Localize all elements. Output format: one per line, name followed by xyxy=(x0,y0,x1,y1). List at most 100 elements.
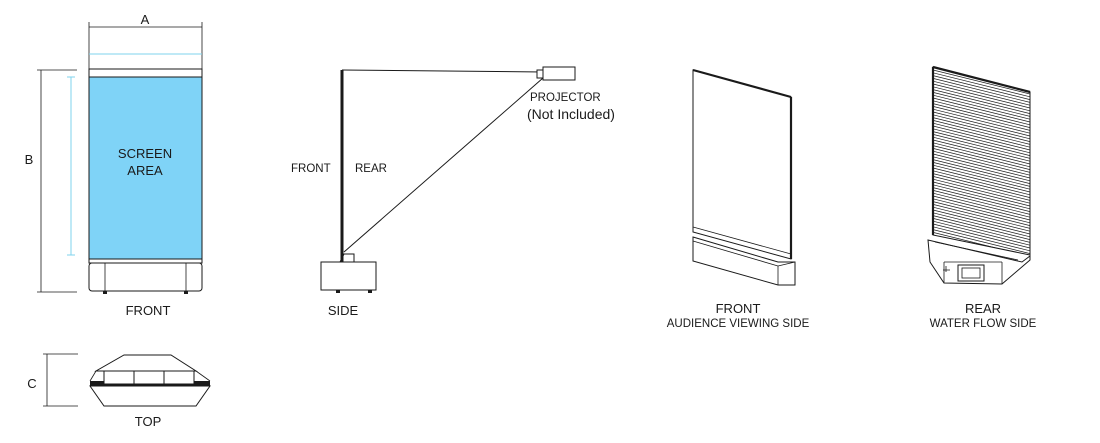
water-flow-line xyxy=(933,201,1030,226)
water-flow-line xyxy=(933,117,1030,142)
projector-body xyxy=(542,66,576,81)
water-flow-line xyxy=(933,108,1030,134)
iso-front-base-lip xyxy=(692,240,779,267)
water-flow-line xyxy=(933,204,1030,229)
projector-lens xyxy=(536,69,544,79)
water-flow-line xyxy=(933,184,1030,210)
water-flow-line xyxy=(933,131,1030,156)
top-view-caption: TOP xyxy=(135,414,162,429)
water-flow-line xyxy=(933,145,1030,170)
front-view: A SCREEN AREA B FRONT xyxy=(25,12,203,318)
projector-label: PROJECTOR xyxy=(530,92,601,104)
water-flow-line xyxy=(933,187,1030,212)
side-foot-left xyxy=(336,290,340,293)
iso-front-subcaption: AUDIENCE VIEWING SIDE xyxy=(667,318,810,330)
water-flow-line xyxy=(933,198,1030,224)
screen-area xyxy=(88,76,203,260)
base-unit xyxy=(88,262,203,292)
iso-rear-view: REAR WATER FLOW SIDE xyxy=(927,65,1037,330)
top-lower-outline xyxy=(89,385,211,407)
water-flow-line xyxy=(933,139,1030,165)
water-flow-line xyxy=(933,136,1030,162)
screen-label-line2: AREA xyxy=(127,163,163,178)
iso-front-caption: FRONT xyxy=(716,301,761,316)
side-rear-label: REAR xyxy=(355,163,387,175)
iso-rear-panel xyxy=(932,66,1031,256)
water-flow-line xyxy=(933,106,1030,131)
top-upper-outline xyxy=(94,354,198,372)
water-flow-line xyxy=(933,164,1030,190)
water-flow-line xyxy=(933,94,1030,120)
water-flow-line xyxy=(933,80,1030,106)
projection-ray-top xyxy=(341,69,544,73)
water-flow-line xyxy=(933,114,1030,140)
water-flow-line xyxy=(933,78,1030,103)
iso-front-bottom-line xyxy=(692,226,792,255)
water-flow-line xyxy=(933,195,1030,221)
iso-rear-plug-icon xyxy=(943,266,950,272)
water-flow-line xyxy=(933,103,1030,128)
water-flow-line xyxy=(933,111,1030,137)
iso-rear-base-rim xyxy=(934,241,1019,261)
water-flow-line xyxy=(933,223,1030,249)
water-flow-line xyxy=(933,120,1030,145)
water-flow-line xyxy=(933,192,1030,218)
water-flow-lines xyxy=(933,69,1030,255)
water-flow-line xyxy=(933,134,1030,159)
iso-rear-subcaption: WATER FLOW SIDE xyxy=(930,318,1037,330)
dimension-a-label: A xyxy=(141,12,150,27)
water-flow-line xyxy=(933,122,1030,148)
dimension-c-label: C xyxy=(27,376,36,391)
top-right-chamfer xyxy=(195,370,211,382)
iso-front-base-chamfer xyxy=(777,261,796,267)
water-flow-line xyxy=(933,176,1030,201)
top-view: C TOP xyxy=(27,353,211,429)
water-flow-line xyxy=(933,89,1030,114)
foot-right xyxy=(184,291,188,294)
water-flow-line xyxy=(933,229,1030,254)
water-flow-line xyxy=(933,181,1030,207)
screen-label-line1: SCREEN xyxy=(118,146,172,161)
side-foot-right xyxy=(368,290,372,293)
water-flow-line xyxy=(933,206,1030,232)
projection-ray-bottom xyxy=(343,77,544,253)
projector-note: (Not Included) xyxy=(527,106,615,122)
water-flow-line xyxy=(933,170,1030,196)
water-flow-line xyxy=(933,72,1030,98)
water-flow-line xyxy=(933,226,1030,252)
water-flow-line xyxy=(933,100,1030,126)
iso-front-base xyxy=(692,236,796,286)
side-base xyxy=(320,261,377,291)
water-flow-line xyxy=(933,75,1030,100)
water-flow-line xyxy=(933,178,1030,204)
water-flow-line xyxy=(933,190,1030,215)
iso-rear-top-edge xyxy=(932,65,1031,94)
water-flow-line xyxy=(933,97,1030,123)
water-flow-line xyxy=(933,148,1030,173)
iso-rear-access-inner xyxy=(961,267,981,279)
water-flow-line xyxy=(933,159,1030,184)
top-box-3 xyxy=(163,370,195,385)
top-left-chamfer xyxy=(89,370,97,382)
water-flow-line xyxy=(933,69,1030,95)
water-flow-line xyxy=(933,212,1030,238)
iso-rear-caption: REAR xyxy=(965,301,1001,316)
screen-bracket xyxy=(339,253,355,263)
iso-front-view: FRONT AUDIENCE VIEWING SIDE xyxy=(667,68,810,330)
side-view: PROJECTOR (Not Included) FRONT REAR SIDE xyxy=(291,66,615,318)
water-flow-line xyxy=(933,83,1030,109)
front-view-caption: FRONT xyxy=(126,303,171,318)
water-flow-line xyxy=(933,209,1030,235)
water-flow-line xyxy=(933,128,1030,154)
top-box-1 xyxy=(103,370,135,385)
water-flow-line xyxy=(933,156,1030,182)
water-flow-line xyxy=(933,92,1030,117)
water-flow-line xyxy=(933,142,1030,168)
side-view-caption: SIDE xyxy=(328,303,359,318)
water-flow-line xyxy=(933,162,1030,187)
top-box-2 xyxy=(133,370,165,385)
water-flow-line xyxy=(933,86,1030,112)
water-flow-line xyxy=(933,220,1030,246)
